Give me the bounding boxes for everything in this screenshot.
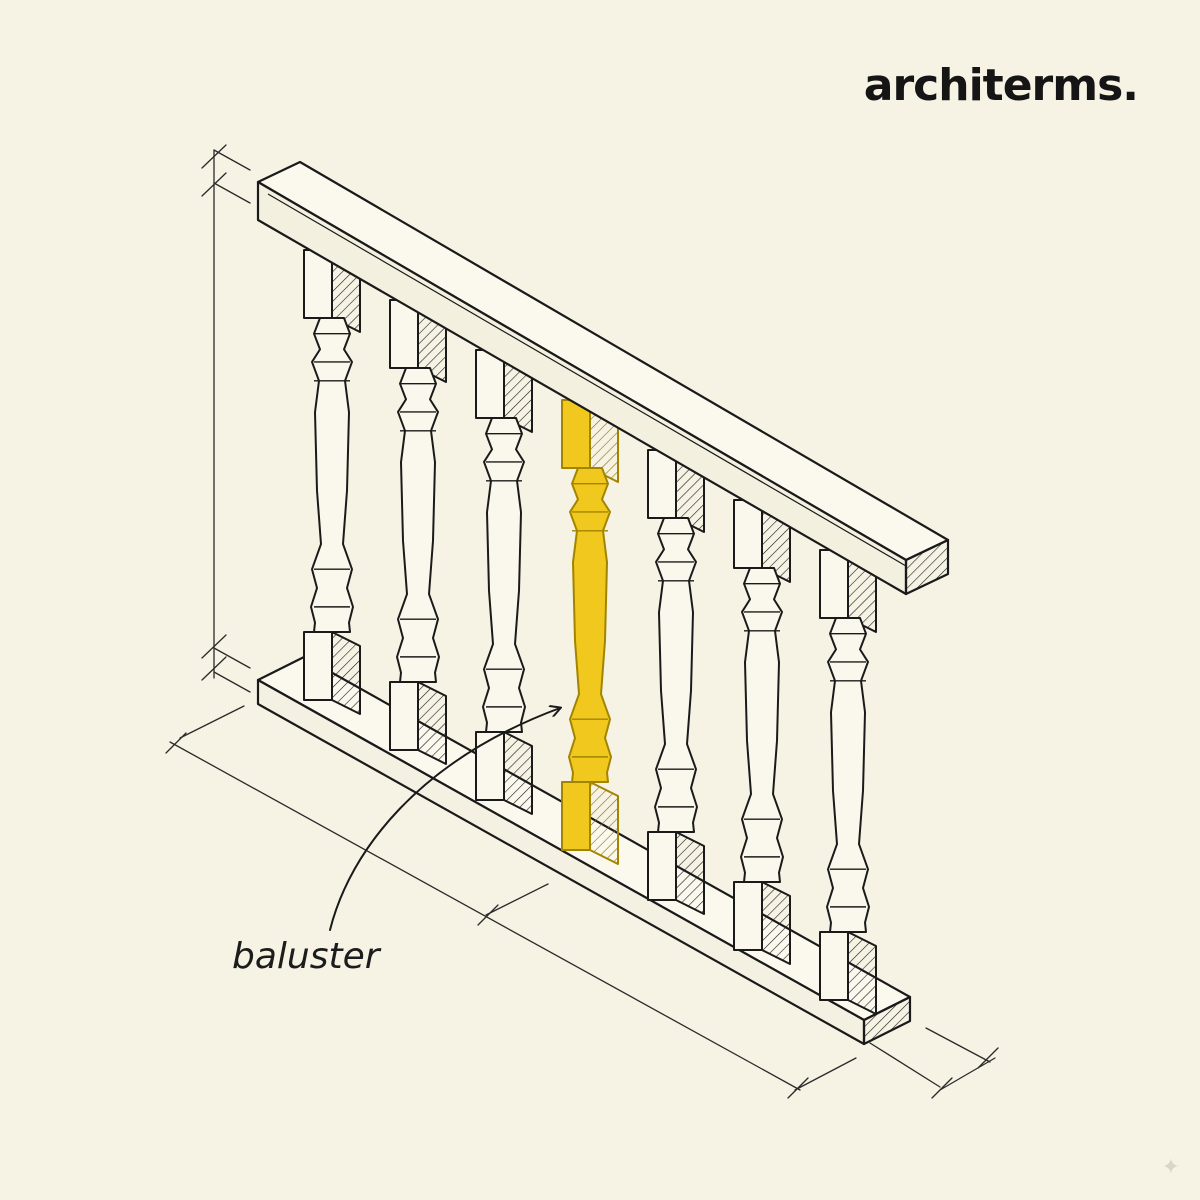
baluster xyxy=(733,499,791,965)
sparkle-icon: ✦ xyxy=(1161,1154,1180,1179)
baluster xyxy=(475,349,533,815)
callout-label: baluster xyxy=(232,936,380,977)
baluster xyxy=(647,449,705,915)
baluster-highlighted xyxy=(561,399,619,865)
baluster xyxy=(303,249,361,715)
balusters xyxy=(303,249,877,1015)
baluster xyxy=(389,299,447,765)
top-handrail xyxy=(256,160,950,596)
brand-wordmark: architerms. xyxy=(863,60,1139,111)
callout-arrow xyxy=(329,708,560,931)
dimension-lines xyxy=(165,144,999,1099)
baluster xyxy=(819,549,877,1015)
